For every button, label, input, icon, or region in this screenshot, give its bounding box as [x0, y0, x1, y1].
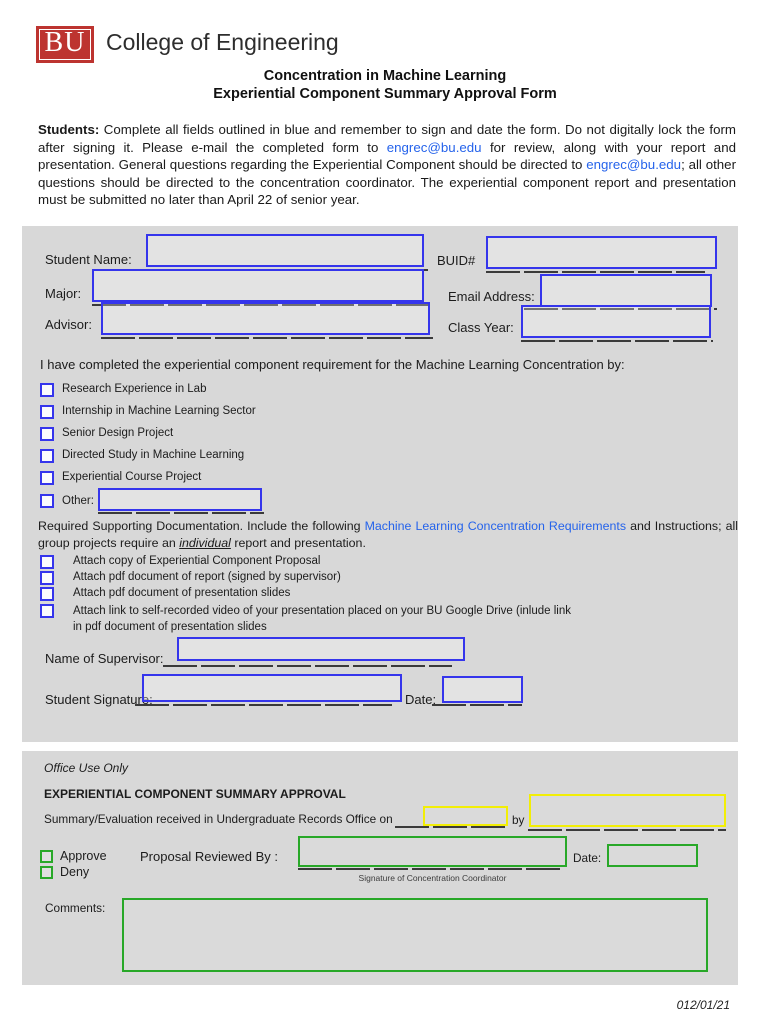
approve-label: Approve: [60, 849, 107, 863]
required-documentation-paragraph: Required Supporting Documentation. Inclu…: [38, 518, 738, 551]
received-date-field[interactable]: [423, 806, 508, 826]
checkbox-senior-design[interactable]: [40, 427, 54, 441]
attach-proposal-checkbox[interactable]: [40, 555, 54, 569]
rule-line: [524, 308, 717, 310]
students-instructions-paragraph: Students: Complete all fields outlined i…: [38, 121, 736, 209]
advisor-label: Advisor:: [45, 317, 92, 332]
students-lead: Students:: [38, 122, 100, 137]
rule-line: [101, 337, 433, 339]
deny-label: Deny: [60, 865, 90, 879]
rule-line: [432, 704, 522, 706]
office-use-only-heading: Office Use Only: [44, 761, 129, 775]
student-signature-label: Student Signature:: [45, 692, 153, 707]
email-address-field[interactable]: [540, 274, 712, 307]
major-field[interactable]: [92, 269, 424, 302]
checkbox-research-experience[interactable]: [40, 383, 54, 397]
reviewed-by-label: Proposal Reviewed By :: [140, 849, 279, 864]
buid-label: BUID#: [437, 253, 476, 268]
comments-field[interactable]: [122, 898, 708, 972]
supervisor-field[interactable]: [177, 637, 465, 661]
form-title-line2: Experiential Component Summary Approval …: [213, 86, 557, 102]
class-year-label: Class Year:: [448, 320, 514, 335]
attach-proposal-label: Attach copy of Experiential Component Pr…: [73, 555, 321, 567]
buid-field[interactable]: [486, 236, 717, 269]
ml-concentration-requirements-link[interactable]: Machine Learning Concentration Requireme…: [364, 519, 627, 533]
student-form-panel: [22, 226, 738, 742]
advisor-field[interactable]: [101, 302, 430, 335]
option-label-directed-study: Directed Study in Machine Learning: [62, 449, 245, 461]
rule-line: [521, 340, 713, 342]
attach-video-link-checkbox[interactable]: [40, 604, 54, 618]
bu-logo-inner-border: [39, 29, 91, 60]
engrec-email-link-1[interactable]: engrec@bu.edu: [386, 139, 482, 155]
rule-line: [528, 829, 726, 831]
option-label-senior-design: Senior Design Project: [62, 427, 174, 439]
rule-line: [298, 868, 564, 870]
option-label-research-experience: Research Experience in Lab: [62, 383, 207, 395]
form-title-line1: Concentration in Machine Learning: [263, 68, 507, 84]
approval-section-title: EXPERIENTIAL COMPONENT SUMMARY APPROVAL: [44, 787, 346, 801]
reviewed-by-field[interactable]: [298, 836, 567, 867]
bu-logo: BU: [36, 26, 94, 63]
attach-report-checkbox[interactable]: [40, 571, 54, 585]
review-date-label: Date:: [573, 851, 602, 865]
other-field[interactable]: [98, 488, 262, 511]
rule-line: [163, 665, 452, 667]
attach-report-label: Attach pdf document of report (signed by…: [73, 571, 341, 583]
rule-line: [98, 512, 264, 514]
intro-seg1: Complete all fields outlined in blue and…: [38, 122, 736, 155]
email-address-label: Email Address:: [448, 289, 535, 304]
checkbox-experiential-course[interactable]: [40, 471, 54, 485]
major-label: Major:: [45, 286, 82, 301]
rule-line: [486, 271, 705, 273]
option-label-internship: Internship in Machine Learning Sector: [62, 405, 256, 417]
rule-line: [135, 704, 392, 706]
student-name-field[interactable]: [146, 234, 424, 267]
received-prefix-label: Summary/Evaluation received in Undergrad…: [44, 812, 393, 826]
class-year-field[interactable]: [521, 305, 711, 338]
college-of-engineering-title: College of Engineering: [106, 29, 339, 55]
signature-caption: Signature of Concentration Coordinator: [358, 873, 507, 883]
form-version-date: 012/01/21: [676, 998, 730, 1012]
bu-logo-text: BU: [44, 26, 86, 58]
completion-prompt: I have completed the experiential compon…: [40, 357, 625, 372]
deny-checkbox[interactable]: [40, 866, 53, 879]
received-by-label: by: [512, 813, 525, 827]
signature-date-field[interactable]: [442, 676, 523, 703]
docs-individual-emphasis: individual: [179, 535, 231, 550]
other-label: Other:: [62, 495, 94, 507]
attach-slides-checkbox[interactable]: [40, 587, 54, 601]
supervisor-label: Name of Supervisor:: [45, 651, 164, 666]
option-label-experiential-course: Experiential Course Project: [62, 471, 202, 483]
student-name-label: Student Name:: [45, 252, 132, 267]
signature-date-label: Date:: [405, 692, 437, 707]
docs-seg1: Required Supporting Documentation. Inclu…: [38, 519, 365, 533]
attach-video-link-label: Attach link to self-recorded video of yo…: [73, 605, 571, 633]
review-date-field[interactable]: [607, 844, 698, 867]
intro-seg3: ; all other questions should be directed…: [38, 157, 736, 208]
docs-seg2: and Instructions; all group projects req…: [38, 519, 738, 550]
received-by-field[interactable]: [529, 794, 726, 827]
checkbox-internship[interactable]: [40, 405, 54, 419]
comments-label: Comments:: [45, 901, 106, 915]
rule-line: [92, 304, 432, 306]
approve-checkbox[interactable]: [40, 850, 53, 863]
engrec-email-link-2[interactable]: engrec@bu.edu: [586, 157, 682, 173]
checkbox-directed-study[interactable]: [40, 449, 54, 463]
student-signature-field[interactable]: [142, 674, 402, 702]
rule-line: [395, 826, 508, 828]
docs-seg3: report and presentation.: [230, 535, 366, 550]
checkbox-other[interactable]: [40, 494, 54, 508]
attach-slides-label: Attach pdf document of presentation slid…: [73, 587, 291, 599]
intro-seg2: for review, along with your report and p…: [38, 139, 736, 173]
